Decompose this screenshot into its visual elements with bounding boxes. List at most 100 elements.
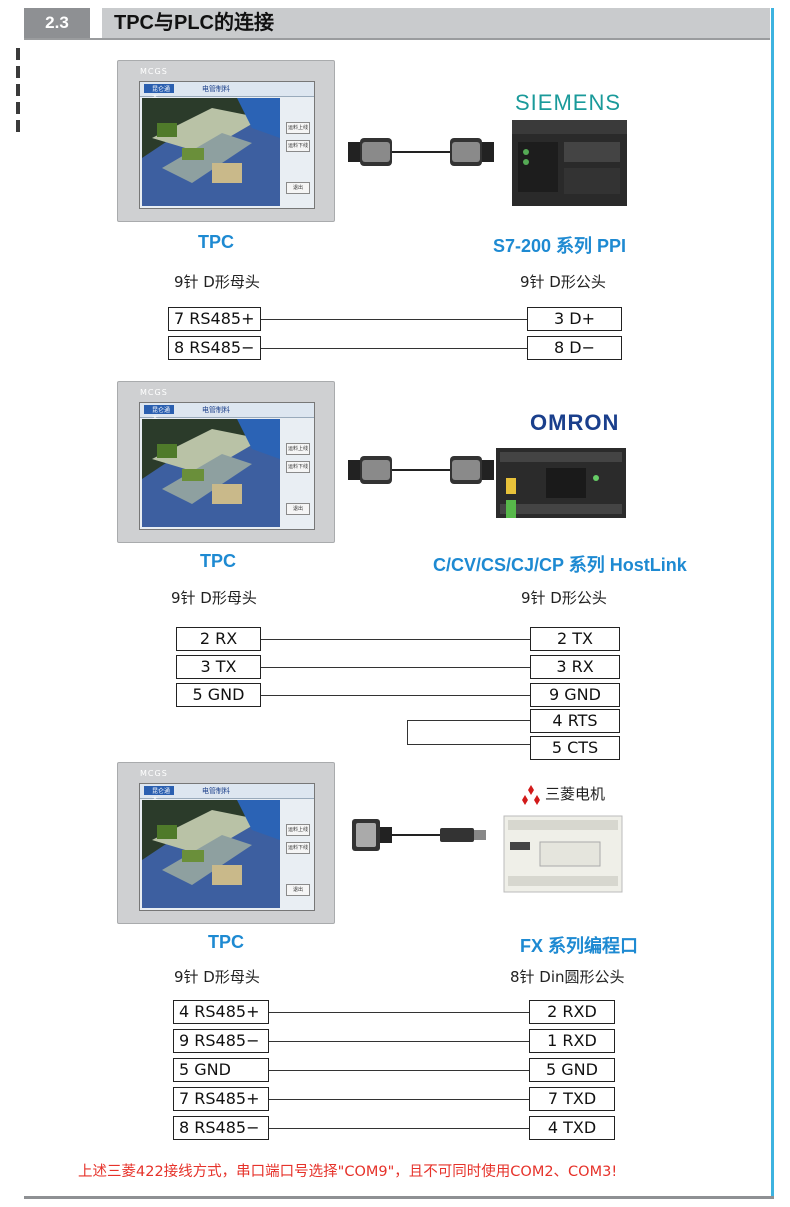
wire <box>269 1041 529 1042</box>
left-connector-type: 9针 D形母头 <box>174 968 260 986</box>
omron-plc-image <box>496 448 626 518</box>
screen-title-bar: 昆仑通态 电管制料 <box>140 82 314 102</box>
right-pin: 9 GND <box>530 683 620 707</box>
right-pin: 3 D+ <box>527 307 622 331</box>
left-pin: 8 RS485− <box>168 336 261 360</box>
right-pin: 2 TX <box>530 627 620 651</box>
screen-button-exit: 退出 <box>286 503 310 515</box>
scene-illustration <box>142 98 280 206</box>
margin-dash <box>16 120 20 132</box>
screen-title-bar: 昆仑通态 电管制料 <box>140 784 314 804</box>
left-device-title: TPC <box>200 551 236 571</box>
screen-brand-badge: 昆仑通态 <box>144 405 174 423</box>
tpc-panel-image: MCGS 昆仑通态 电管制料 运料上线 运料下线 退出 <box>117 762 335 924</box>
left-connector-type: 9针 D形母头 <box>171 589 257 607</box>
margin-dash <box>16 84 20 96</box>
section-title: TPC与PLC的连接 <box>114 12 274 34</box>
scene-illustration <box>142 800 280 908</box>
screen-button-exit: 退出 <box>286 884 310 896</box>
wire <box>261 695 530 696</box>
screen-button-up: 运料上线 <box>286 122 310 134</box>
right-pin: 2 RXD <box>529 1000 615 1024</box>
right-device-title: S7-200 系列 PPI <box>493 236 627 256</box>
screen-scene <box>142 800 280 908</box>
screen-title-bar: 昆仑通态 电管制料 <box>140 403 314 423</box>
siemens-logo: SIEMENS <box>515 90 622 115</box>
footnote-warning: 上述三菱422接线方式，串口端口号选择"COM9"，且不可同时使用COM2、CO… <box>78 1164 618 1180</box>
screen-button-up: 运料上线 <box>286 824 310 836</box>
left-device-title: TPC <box>198 232 234 252</box>
left-pin: 2 RX <box>176 627 261 651</box>
right-connector-type: 9针 D形公头 <box>521 589 607 607</box>
right-pin: 5 GND <box>529 1058 615 1082</box>
wire <box>261 319 527 320</box>
mitsubishi-diamonds-icon <box>522 785 540 805</box>
left-pin: 7 RS485+ <box>173 1087 269 1111</box>
left-pin: 7 RS485+ <box>168 307 261 331</box>
bottom-border-rule <box>24 1196 774 1199</box>
section-header-bar: TPC与PLC的连接 <box>102 8 770 38</box>
right-connector-type: 8针 Din圆形公头 <box>510 968 625 986</box>
loopback-wire <box>407 744 530 745</box>
tpc-logo: MCGS <box>140 769 168 778</box>
right-border-rule <box>771 8 774 1198</box>
margin-dash <box>16 48 20 60</box>
screen-button-down: 运料下线 <box>286 842 310 854</box>
left-connector-type: 9针 D形母头 <box>174 273 260 291</box>
left-pin: 8 RS485− <box>173 1116 269 1140</box>
wire <box>261 667 530 668</box>
omron-logo: OMRON <box>530 410 620 435</box>
screen-title: 电管制料 <box>202 406 230 414</box>
tpc-screen: 昆仑通态 电管制料 运料上线 运料下线 退出 <box>139 81 315 209</box>
loopback-wire <box>407 720 530 721</box>
loopback-wire <box>407 720 408 745</box>
left-pin: 3 TX <box>176 655 261 679</box>
db9-to-din-cable-icon <box>352 819 486 851</box>
left-device-title: TPC <box>208 932 244 952</box>
db9-cable-icon <box>348 456 494 484</box>
right-pin: 3 RX <box>530 655 620 679</box>
tpc-screen: 昆仑通态 电管制料 运料上线 运料下线 退出 <box>139 402 315 530</box>
wire <box>269 1012 529 1013</box>
wire <box>269 1070 529 1071</box>
right-connector-type: 9针 D形公头 <box>520 273 606 291</box>
right-pin: 1 RXD <box>529 1029 615 1053</box>
right-device-title: C/CV/CS/CJ/CP 系列 HostLink <box>433 555 687 575</box>
screen-button-down: 运料下线 <box>286 140 310 152</box>
header-divider <box>24 38 770 40</box>
screen-button-down: 运料下线 <box>286 461 310 473</box>
right-pin: 4 TXD <box>529 1116 615 1140</box>
tpc-logo: MCGS <box>140 388 168 397</box>
screen-title: 电管制料 <box>202 787 230 795</box>
left-pin: 4 RS485+ <box>173 1000 269 1024</box>
section-number: 2.3 <box>24 8 90 38</box>
scene-illustration <box>142 419 280 527</box>
tpc-screen: 昆仑通态 电管制料 运料上线 运料下线 退出 <box>139 783 315 911</box>
tpc-panel-image: MCGS 昆仑通态 电管制料 运料上线 运料下线 退出 <box>117 60 335 222</box>
wire <box>269 1128 529 1129</box>
left-pin: 9 RS485− <box>173 1029 269 1053</box>
wire <box>269 1099 529 1100</box>
tpc-logo: MCGS <box>140 67 168 76</box>
screen-brand-badge: 昆仑通态 <box>144 84 174 102</box>
margin-dash <box>16 66 20 78</box>
siemens-plc-image <box>512 120 627 206</box>
mitsubishi-logo-text: 三菱电机 <box>545 785 606 803</box>
screen-scene <box>142 98 280 206</box>
wire <box>261 639 530 640</box>
margin-dash <box>16 102 20 114</box>
left-pin: 5 GND <box>173 1058 269 1082</box>
wire <box>261 348 527 349</box>
right-pin: 7 TXD <box>529 1087 615 1111</box>
right-pin: 5 CTS <box>530 736 620 760</box>
left-pin: 5 GND <box>176 683 261 707</box>
screen-button-exit: 退出 <box>286 182 310 194</box>
right-pin: 4 RTS <box>530 709 620 733</box>
screen-title: 电管制料 <box>202 85 230 93</box>
screen-brand-badge: 昆仑通态 <box>144 786 174 804</box>
screen-scene <box>142 419 280 527</box>
tpc-panel-image: MCGS 昆仑通态 电管制料 运料上线 运料下线 退出 <box>117 381 335 543</box>
right-pin: 8 D− <box>527 336 622 360</box>
right-device-title: FX 系列编程口 <box>520 936 639 956</box>
mitsubishi-plc-image <box>503 815 623 893</box>
